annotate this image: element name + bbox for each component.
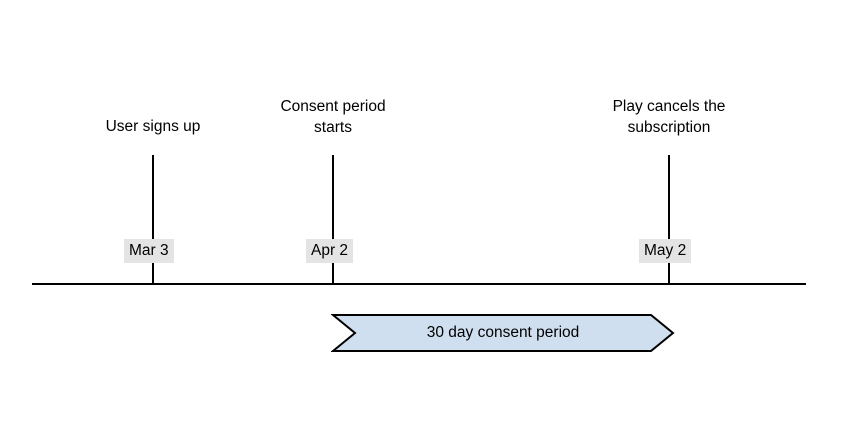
tick-play-cancels-subscription	[668, 155, 670, 283]
date-chip-apr-2: Apr 2	[306, 239, 354, 263]
timeline-axis	[32, 283, 806, 285]
consent-period-banner-shape	[330, 314, 675, 352]
event-label-consent-period-starts: Consent period starts	[280, 98, 386, 136]
date-chip-mar-3: Mar 3	[124, 239, 174, 263]
consent-period-banner: 30 day consent period	[330, 313, 675, 353]
event-label-play-cancels-subscription: Play cancels the subscription	[612, 98, 726, 136]
date-chip-may-2: May 2	[639, 239, 692, 263]
event-label-user-signs-up: User signs up	[105, 118, 201, 135]
tick-user-signs-up	[152, 155, 154, 283]
tick-consent-period-starts	[332, 155, 334, 283]
